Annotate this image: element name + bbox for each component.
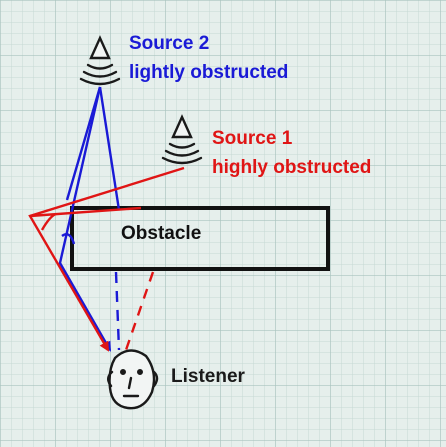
source1-name-label: Source 1 <box>212 128 293 149</box>
source1-desc-label: highly obstructed <box>212 157 371 178</box>
face-icon <box>107 349 159 410</box>
speaker-cone-icon <box>161 114 203 165</box>
source2-desc-label: lightly obstructed <box>129 62 288 83</box>
source2-left-diffraction-path <box>58 86 112 352</box>
obstacle-label: Obstacle <box>121 223 201 244</box>
source2-angle-mark <box>61 233 76 245</box>
source1-paths <box>28 166 185 352</box>
source2-inner-ray <box>65 86 102 201</box>
source2-name-label: Source 2 <box>129 33 209 54</box>
source1-angle-mark <box>40 212 57 231</box>
source2-direct-path-dashed <box>114 271 121 351</box>
source1-return-ray <box>29 206 142 218</box>
source1-direct-path-dashed <box>124 271 155 351</box>
speaker-cone-icon <box>79 35 121 86</box>
listener-label: Listener <box>171 366 246 387</box>
